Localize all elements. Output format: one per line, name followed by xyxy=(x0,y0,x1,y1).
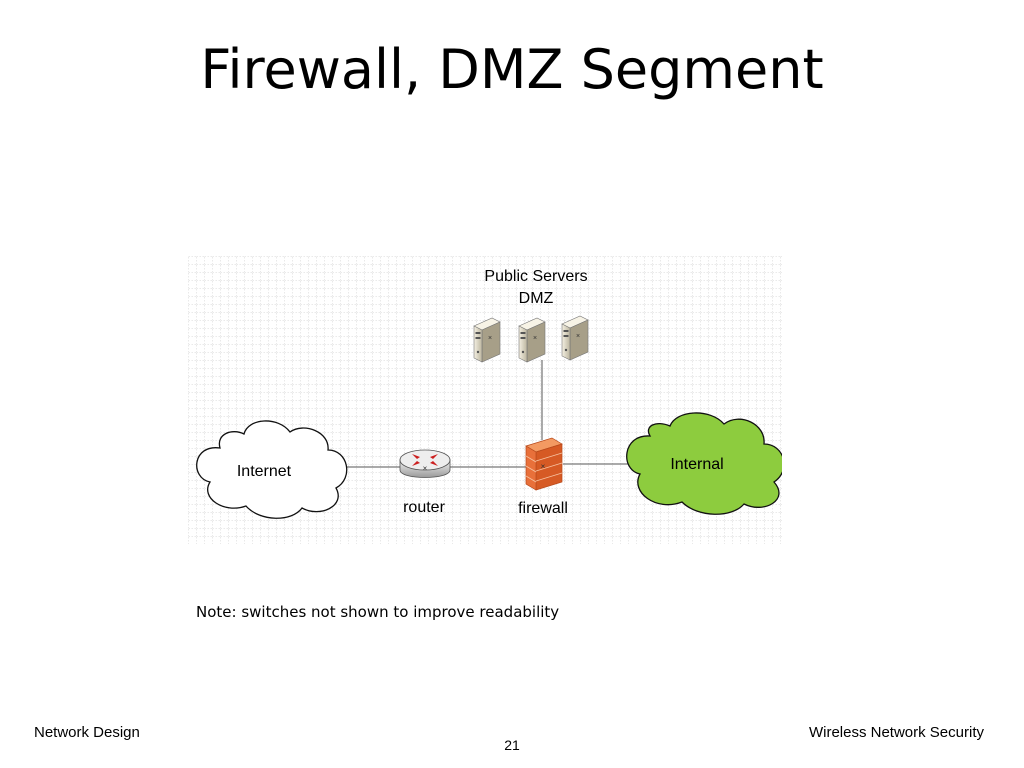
slide-title: Firewall, DMZ Segment xyxy=(200,38,824,101)
internet-cloud-icon xyxy=(196,420,348,519)
server-icon: × xyxy=(473,317,501,363)
svg-text:×: × xyxy=(488,335,492,342)
footer-course-name: Network Design xyxy=(34,724,140,741)
svg-text:×: × xyxy=(541,462,546,471)
network-diagram: Internet Internal × router xyxy=(188,256,782,544)
note-text: Note: switches not shown to improve read… xyxy=(196,603,560,621)
dmz-label-line1: Public Servers xyxy=(484,268,587,285)
internal-label: Internal xyxy=(670,456,723,473)
svg-text:×: × xyxy=(576,333,580,340)
internal-cloud-icon xyxy=(626,412,782,515)
page-number: 21 xyxy=(504,737,520,753)
internet-label: Internet xyxy=(237,463,292,480)
router-label: router xyxy=(403,499,445,516)
firewall-icon: × xyxy=(525,437,563,491)
svg-text:×: × xyxy=(533,335,537,342)
firewall-label: firewall xyxy=(518,500,568,517)
router-icon: × xyxy=(399,449,451,478)
footer-topic: Wireless Network Security xyxy=(808,724,984,741)
dmz-label-line2: DMZ xyxy=(519,290,554,307)
server-icon: × xyxy=(561,315,589,361)
server-icon: × xyxy=(518,317,546,363)
svg-text:×: × xyxy=(423,464,428,473)
